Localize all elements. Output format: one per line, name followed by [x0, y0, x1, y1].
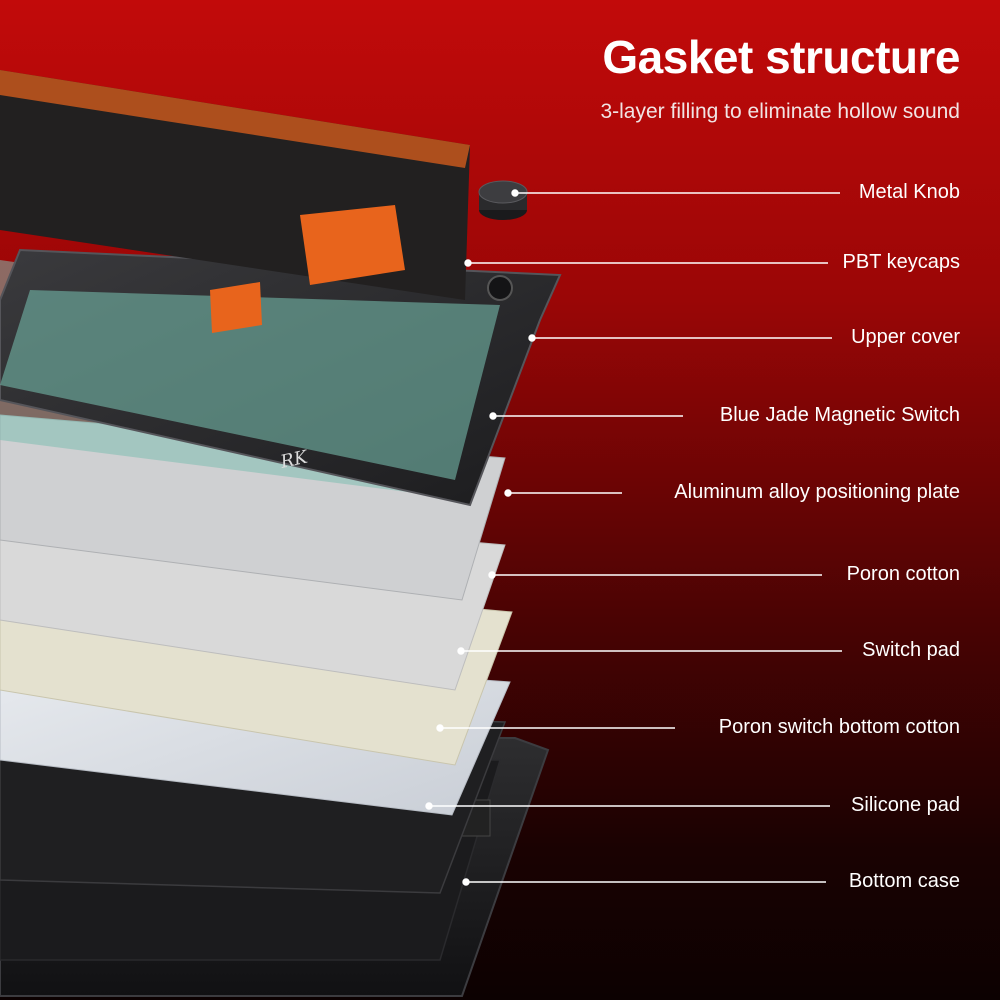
- label-positioning-plate: Aluminum alloy positioning plate: [674, 481, 960, 503]
- page-subtitle: 3-layer filling to eliminate hollow soun…: [600, 100, 960, 123]
- label-poron-bottom-cotton: Poron switch bottom cotton: [718, 716, 960, 738]
- label-metal-knob: Metal Knob: [858, 181, 960, 203]
- label-pbt-keycaps: PBT keycaps: [842, 251, 960, 273]
- label-magnetic-switch: Blue Jade Magnetic Switch: [719, 404, 960, 426]
- metal-knob: [478, 180, 528, 220]
- upper-cover-layer: RK: [0, 248, 562, 507]
- label-bottom-case: Bottom case: [848, 870, 960, 892]
- label-switch-pad: Switch pad: [862, 639, 960, 661]
- keycaps-layer: [0, 70, 470, 333]
- leader-lines: [425, 189, 842, 886]
- label-upper-cover: Upper cover: [851, 326, 960, 348]
- label-poron-cotton: Poron cotton: [846, 563, 960, 585]
- page-title: Gasket structure: [602, 31, 960, 83]
- label-silicone-pad: Silicone pad: [851, 794, 960, 816]
